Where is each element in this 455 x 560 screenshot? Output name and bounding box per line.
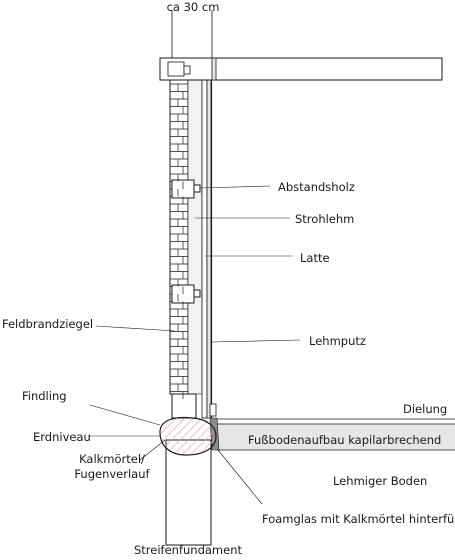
latte bbox=[201, 61, 208, 419]
label-strohlehm: Strohlehm bbox=[295, 212, 355, 226]
feldbrandziegel-wall bbox=[169, 77, 189, 395]
label-latte: Latte bbox=[300, 251, 330, 265]
findling-boulder bbox=[159, 416, 217, 456]
label-fussboden: Fußbodenaufbau kapilarbrechend bbox=[248, 433, 442, 447]
label-kalkmoertel-line1: Kalkmörtel/ bbox=[79, 452, 145, 466]
label-findling: Findling bbox=[22, 389, 67, 403]
label-foamglas: Foamglas mit Kalkmörtel hinterfüllt bbox=[262, 512, 455, 526]
leader-lines bbox=[88, 185, 301, 505]
label-kalkmoertel-line2: Fugenverlauf bbox=[74, 467, 150, 481]
floor-layer bbox=[216, 424, 455, 450]
label-lehmputz: Lehmputz bbox=[309, 334, 366, 348]
lehmputz-layer bbox=[206, 61, 212, 419]
label-streifenfundament: Streifenfundament bbox=[133, 543, 242, 557]
label-lehmiger-boden: Lehmiger Boden bbox=[333, 474, 428, 488]
dimension-label: ca 30 cm bbox=[166, 0, 220, 14]
strohlehm-layer bbox=[187, 77, 203, 395]
dimension-markers bbox=[171, 10, 213, 58]
streifenfundament bbox=[165, 439, 212, 546]
label-dielung: Dielung bbox=[403, 402, 448, 416]
label-abstandsholz: Abstandsholz bbox=[278, 180, 355, 194]
label-erdniveau: Erdniveau bbox=[33, 430, 91, 444]
label-feldbrandziegel: Feldbrandziegel bbox=[2, 317, 94, 331]
ceiling-beam bbox=[159, 57, 443, 81]
label-kalkmoertel: Kalkmörtel/ Fugenverlauf bbox=[70, 452, 154, 482]
base-block bbox=[171, 393, 197, 419]
